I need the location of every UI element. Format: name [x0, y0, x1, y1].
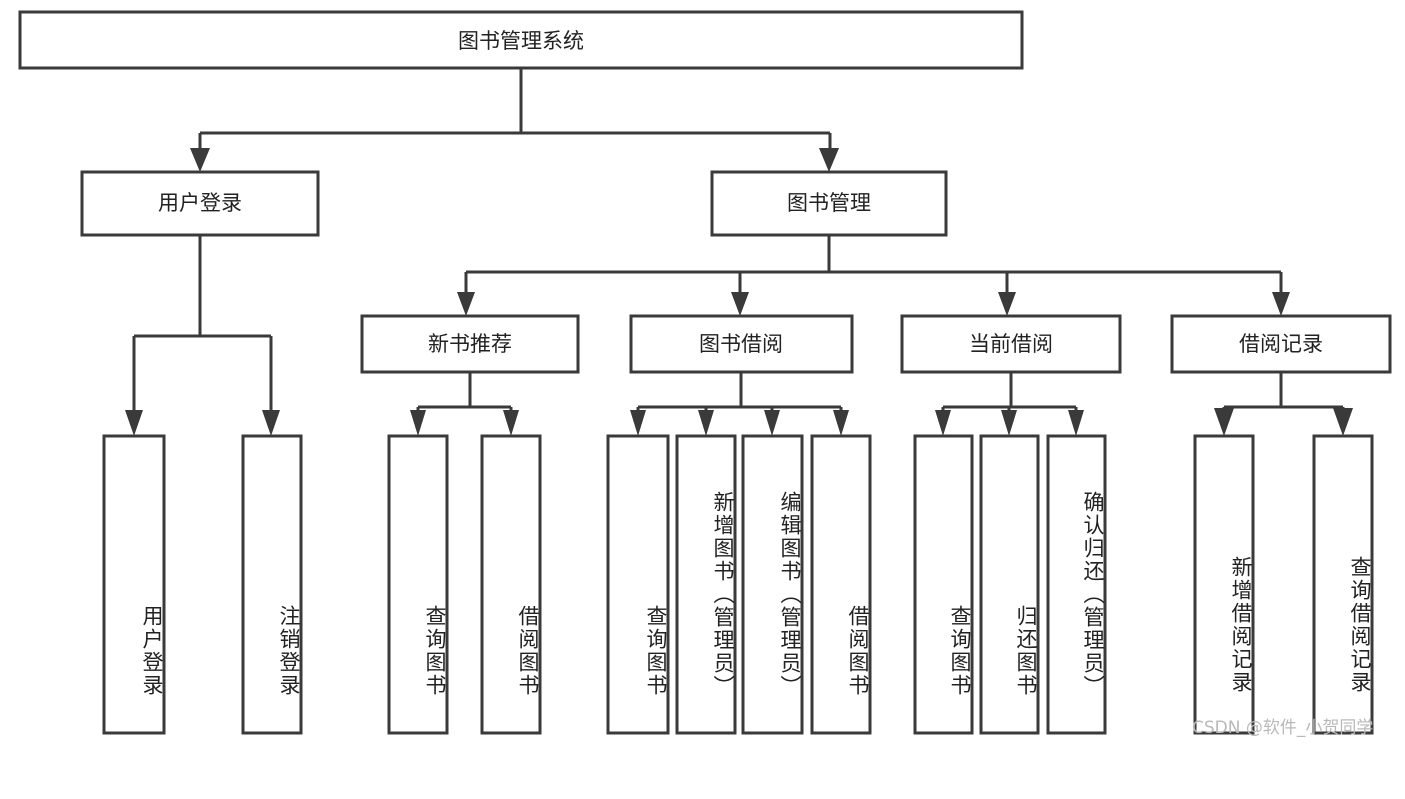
node-new-book-rec-box[interactable] — [360, 314, 580, 374]
node-user-login-box[interactable] — [80, 170, 320, 237]
node-current-borrow-box[interactable] — [900, 314, 1122, 374]
arrow-to-leaf-edit-book — [764, 410, 780, 436]
leaf-box-query-book-3[interactable] — [913, 434, 974, 735]
arrow-to-book-manage — [819, 148, 839, 172]
arrow-to-leaf-return-book — [1001, 410, 1017, 436]
leaf-box-add-record[interactable] — [1193, 434, 1255, 735]
arrow-to-leaf-query-record — [1333, 408, 1353, 436]
connector-book-borrow-split — [636, 372, 843, 412]
leaf-box-borrow-book-1[interactable] — [480, 434, 542, 735]
arrow-to-leaf-query-book-1 — [410, 410, 426, 436]
arrow-to-leaf-add-book — [698, 410, 714, 436]
leaf-box-borrow-book-2[interactable] — [810, 434, 872, 735]
node-root-box[interactable] — [18, 10, 1024, 70]
node-book-borrow-label: 图书借阅 — [699, 332, 783, 356]
arrowheads-layer — [125, 148, 1353, 436]
arrow-to-new-book-rec — [457, 292, 475, 316]
leaf-box-return-book[interactable] — [979, 434, 1040, 735]
arrow-to-leaf-user-login — [125, 410, 143, 436]
leaf-box-query-record[interactable] — [1312, 434, 1374, 735]
node-borrow-record-box[interactable] — [1170, 314, 1392, 374]
node-current-borrow-label: 当前借阅 — [969, 332, 1053, 356]
leaf-box-query-book-2[interactable] — [606, 434, 670, 735]
node-book-manage-box[interactable] — [710, 170, 948, 237]
arrow-to-borrow-record — [1272, 292, 1290, 316]
arrow-to-book-borrow — [731, 292, 749, 316]
arrow-to-leaf-query-book-3 — [935, 410, 951, 436]
arrow-to-leaf-borrow-book-1 — [503, 410, 519, 436]
leaf-box-query-book-1[interactable] — [387, 434, 449, 735]
arrow-to-leaf-add-record — [1214, 408, 1234, 436]
connector-new-book-rec-split — [416, 372, 513, 412]
node-root-label: 图书管理系统 — [458, 29, 584, 53]
arrow-to-leaf-query-book-2 — [630, 410, 646, 436]
connector-book-manage-split — [464, 235, 1283, 292]
node-book-borrow-box[interactable] — [629, 314, 854, 374]
diagram-canvas: 图书管理系统 用户登录 图书管理 新书推荐 图书借阅 当前借阅 借阅记录 — [18, 10, 1392, 738]
leaf-box-add-book[interactable] — [675, 434, 737, 735]
connector-root-trunk — [198, 68, 832, 148]
leaf-boxes-layer — [102, 434, 1374, 735]
leaf-box-logout[interactable] — [241, 434, 303, 735]
node-new-book-rec-label: 新书推荐 — [428, 332, 512, 356]
arrow-to-leaf-confirm-return — [1068, 410, 1084, 436]
connector-user-login-split — [132, 235, 273, 412]
connectors-layer — [132, 68, 1345, 412]
arrow-to-current-borrow — [998, 292, 1016, 316]
csdn-watermark: CSDN @软件_小贺同学 — [1192, 718, 1374, 738]
leaf-box-edit-book[interactable] — [741, 434, 804, 735]
tree-diagram-svg: 图书管理系统 用户登录 图书管理 新书推荐 图书借阅 当前借阅 借阅记录 — [18, 10, 1392, 735]
node-book-manage-label: 图书管理 — [787, 191, 871, 215]
arrow-to-leaf-logout — [262, 410, 280, 436]
leaf-box-confirm-return[interactable] — [1046, 434, 1107, 735]
connector-current-borrow-split — [941, 372, 1078, 412]
nodes-layer: 图书管理系统 用户登录 图书管理 新书推荐 图书借阅 当前借阅 借阅记录 — [18, 10, 1392, 374]
node-borrow-record-label: 借阅记录 — [1239, 332, 1323, 356]
node-user-login-label: 用户登录 — [158, 191, 242, 215]
leaf-box-user-login[interactable] — [102, 434, 166, 735]
arrow-to-user-login — [190, 148, 210, 172]
connector-borrow-record-split — [1222, 372, 1345, 412]
arrow-to-leaf-borrow-book-2 — [833, 410, 849, 436]
